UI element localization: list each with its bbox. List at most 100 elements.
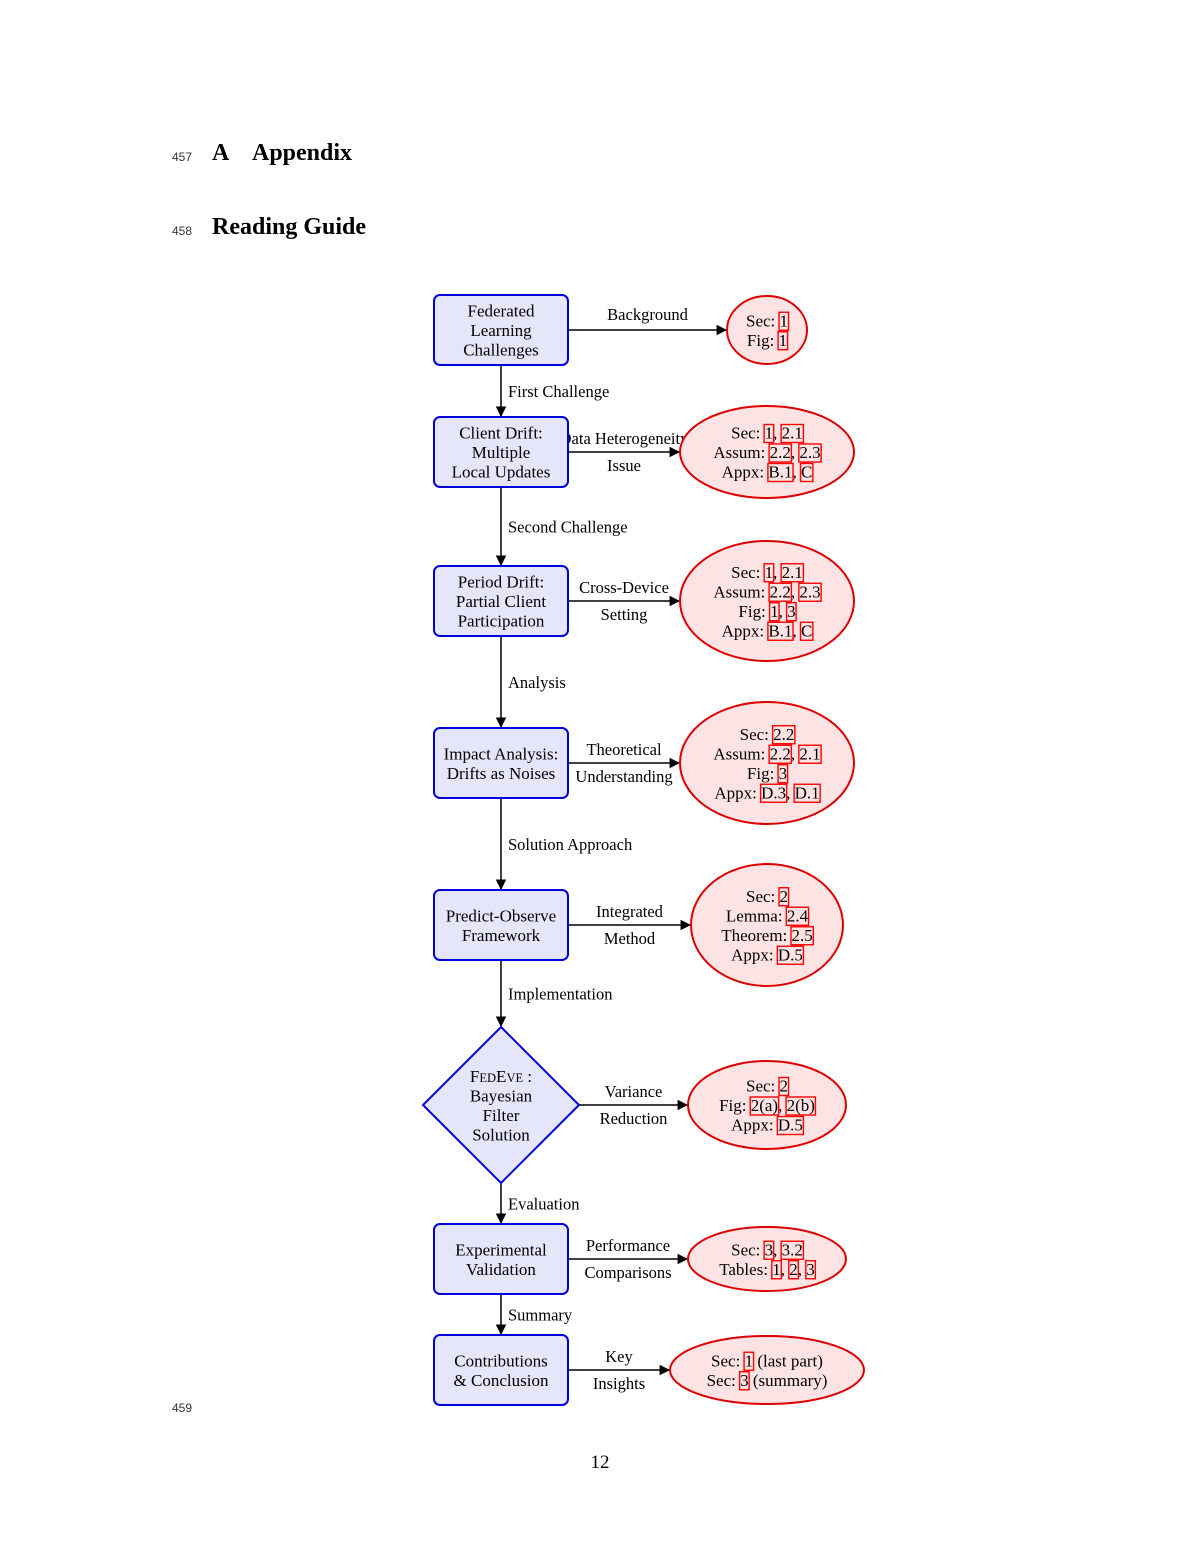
- reference-text: (summary): [749, 1371, 828, 1390]
- reference-line: Sec: 3 (summary): [707, 1371, 828, 1390]
- link-box: [798, 582, 822, 602]
- reference-text: Fig:: [738, 602, 770, 621]
- cross-reference-link: 2: [780, 1077, 789, 1096]
- cross-reference-link: 3: [787, 602, 796, 621]
- link-box: [771, 1260, 783, 1280]
- reference-line: Fig: 3: [747, 764, 787, 783]
- edge-label: Setting: [601, 605, 648, 624]
- link-box: [763, 1240, 775, 1260]
- reference-text: Appx:: [722, 621, 769, 640]
- cross-reference-link: 3.2: [782, 1240, 803, 1259]
- cross-reference-link: 2(b): [787, 1096, 815, 1115]
- cross-reference-link: 2.2: [770, 744, 791, 763]
- cross-reference-link: 2.1: [782, 563, 803, 582]
- link-box: [767, 462, 794, 483]
- node-label: Drifts as Noises: [447, 764, 556, 783]
- reference-line: Lemma: 2.4: [726, 906, 809, 925]
- cross-reference-link: 1: [770, 602, 779, 621]
- link-box: [771, 725, 796, 745]
- reference-line: Assum: 2.2, 2.3: [713, 582, 820, 601]
- reference-line: Sec: 1 (last part): [711, 1351, 823, 1370]
- node-label: Solution: [472, 1125, 530, 1144]
- flow-node-4: Impact Analysis:Drifts as Noises: [433, 727, 569, 799]
- link-box: [788, 1260, 800, 1280]
- reference-text: Fig:: [747, 764, 779, 783]
- cross-reference-link: D.5: [778, 1116, 803, 1135]
- reference-text: Appx:: [731, 945, 778, 964]
- reference-line: Assum: 2.2, 2.1: [713, 744, 820, 763]
- cross-reference-link: 1: [765, 424, 774, 443]
- ellipse-shape: [679, 405, 855, 499]
- link-box: [790, 926, 814, 946]
- process-box: [433, 416, 569, 488]
- link-box: [768, 443, 793, 463]
- reference-text: Sec:: [746, 887, 780, 906]
- cross-reference-link: 1: [780, 311, 789, 330]
- cross-reference-link: 2.2: [770, 582, 791, 601]
- cross-reference-link: 3: [779, 764, 788, 783]
- edge-label: Insights: [593, 1374, 645, 1393]
- node-label: Impact Analysis:: [444, 744, 559, 763]
- reference-text: ,: [798, 1260, 807, 1279]
- process-box: [433, 727, 569, 799]
- reference-line: Sec: 2: [746, 1077, 788, 1096]
- reference-line: Tables: 1, 2, 3: [719, 1260, 815, 1279]
- cross-reference-link: 2: [789, 1260, 798, 1279]
- node-label: Experimental: [455, 1240, 547, 1259]
- edge-label: Implementation: [508, 985, 612, 1004]
- reference-text: ,: [773, 563, 782, 582]
- link-box: [798, 443, 822, 463]
- edge-label: First Challenge: [508, 382, 609, 401]
- node-label: Period Drift:: [458, 573, 544, 592]
- link-box: [805, 1260, 817, 1280]
- link-box: [768, 744, 793, 764]
- ellipse-shape: [687, 1060, 847, 1150]
- ellipse-shape: [690, 863, 844, 987]
- process-box: [433, 889, 569, 961]
- cross-reference-link: 2.3: [799, 582, 820, 601]
- reference-text: Assum:: [713, 744, 769, 763]
- reference-text: Sec:: [707, 1371, 741, 1390]
- link-box: [776, 945, 805, 965]
- link-box: [785, 602, 797, 622]
- link-box: [768, 582, 793, 602]
- cross-reference-link: D.3: [761, 783, 786, 802]
- node-label: & Conclusion: [454, 1371, 549, 1390]
- edge-label: Performance: [586, 1236, 670, 1255]
- link-box: [780, 423, 805, 444]
- node-label: Federated: [467, 302, 535, 321]
- cross-reference-link: 2.5: [792, 926, 813, 945]
- link-box: [743, 1351, 755, 1371]
- reference-line: Assum: 2.2, 2.3: [713, 443, 820, 462]
- section-title: Appendix: [252, 140, 353, 166]
- reference-text: Lemma:: [726, 906, 787, 925]
- page-number: 12: [590, 1452, 610, 1473]
- reference-text: ,: [791, 582, 800, 601]
- edge-label: Evaluation: [508, 1195, 579, 1214]
- link-box: [799, 462, 814, 483]
- node-label: Client Drift:: [459, 424, 543, 443]
- reference-line: Theorem: 2.5: [721, 926, 813, 945]
- link-box: [777, 331, 789, 351]
- reference-line: Appx: B.1, C: [722, 463, 813, 482]
- node-label: FEDEVE :: [470, 1067, 532, 1086]
- link-box: [785, 906, 810, 926]
- node-label: Challenges: [463, 341, 539, 360]
- reference-line: Sec: 3, 3.2: [731, 1240, 803, 1259]
- subsection-heading: Reading Guide: [212, 214, 367, 240]
- reference-text: ,: [778, 1096, 787, 1115]
- link-box: [798, 744, 822, 764]
- cross-reference-link: 3: [806, 1260, 815, 1279]
- link-box: [778, 1076, 790, 1097]
- node-label: Learning: [470, 321, 532, 340]
